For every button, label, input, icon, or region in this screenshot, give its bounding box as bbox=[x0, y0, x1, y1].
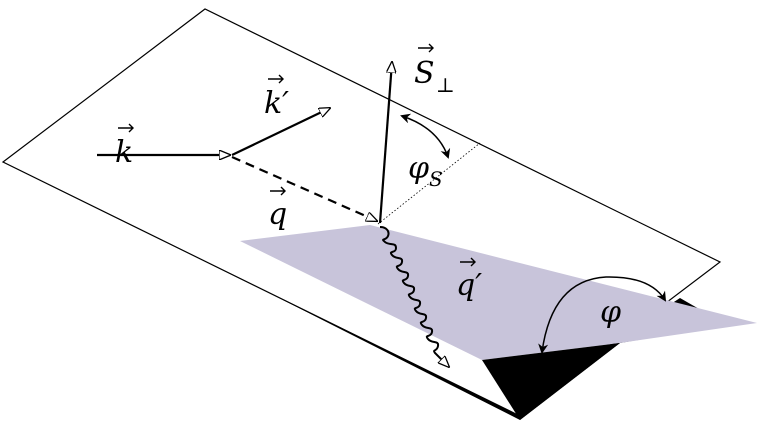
lepton-plane bbox=[1, 8, 722, 416]
vector-hats bbox=[118, 43, 476, 267]
outgoing-lepton-arrow bbox=[231, 108, 330, 156]
label-k: k bbox=[115, 135, 133, 170]
label-phi: φ bbox=[600, 295, 621, 330]
label-q-prime: q′ bbox=[456, 268, 482, 303]
virtual-photon-arrow bbox=[231, 155, 377, 221]
label-q: q bbox=[268, 197, 287, 232]
real-photon-wavy-arrow bbox=[379, 226, 449, 367]
label-phi-s: φ bbox=[408, 151, 429, 186]
label-s-perp-subscript: ⊥ bbox=[436, 73, 455, 97]
plane-intersection-dotted-line bbox=[377, 142, 481, 225]
label-phi-s-subscript: S bbox=[429, 167, 443, 191]
label-s-perp: S bbox=[414, 56, 435, 91]
transverse-spin-arrow bbox=[378, 62, 392, 224]
phi-s-angle-arrow bbox=[400, 113, 451, 159]
label-k-prime: k′ bbox=[264, 86, 289, 121]
production-plane-front-shade bbox=[482, 343, 620, 420]
phi-angle-arrow bbox=[538, 276, 667, 354]
